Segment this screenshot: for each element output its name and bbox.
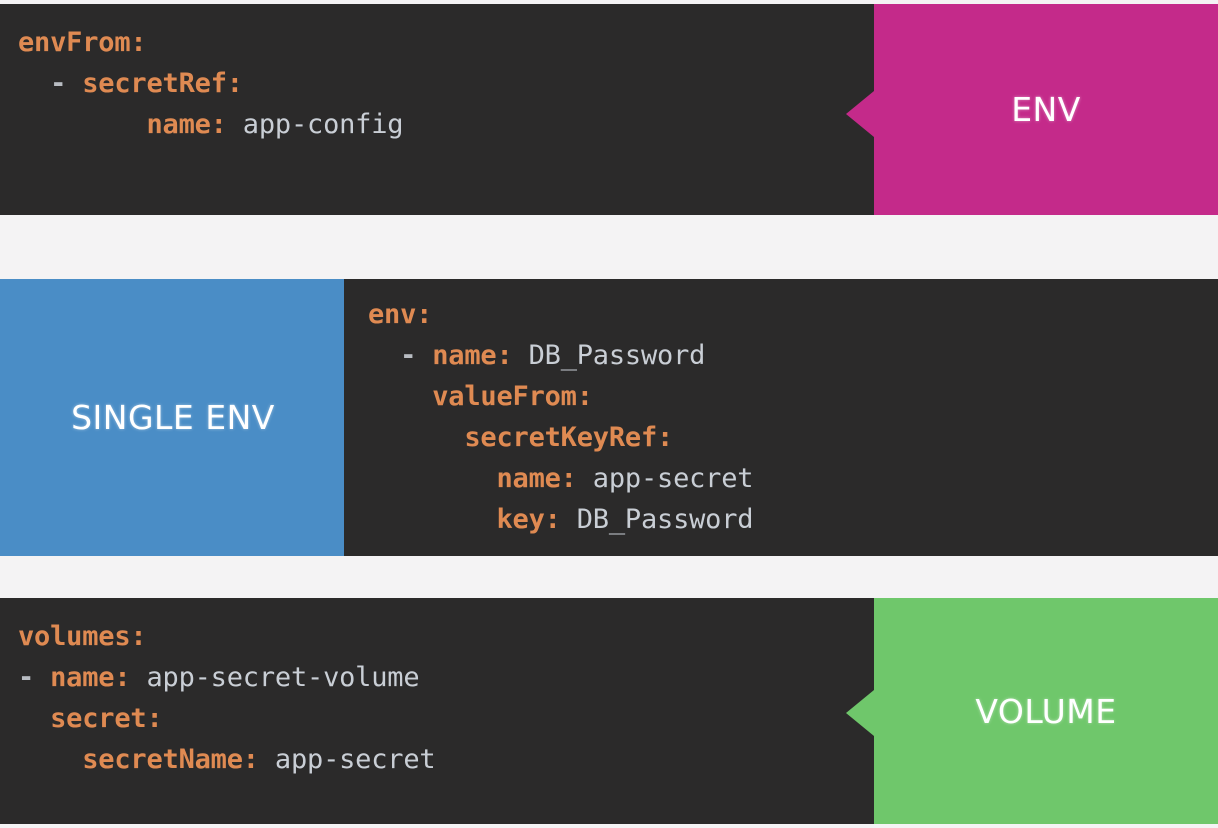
code-block-env: env: - name: DB_Password valueFrom: secr…: [344, 279, 1218, 556]
arrow-left-icon-env: [846, 91, 874, 137]
code-block-envfrom: envFrom: - secretRef: name: app-config: [0, 4, 876, 215]
code-line: secret:: [50, 703, 163, 734]
code-line: secretKeyRef:: [464, 422, 674, 453]
code-line: - name: DB_Password: [400, 340, 706, 371]
code-text-envfrom: envFrom: - secretRef: name: app-config: [18, 22, 404, 145]
code-line: envFrom:: [18, 27, 147, 58]
code-block-volumes: volumes: - name: app-secret-volume secret…: [0, 598, 876, 824]
code-text-volumes: volumes: - name: app-secret-volume secret…: [18, 616, 436, 780]
code-line: - secretRef:: [50, 68, 243, 99]
arrow-left-icon-volume: [846, 690, 874, 736]
code-line: - name: app-secret-volume: [18, 662, 420, 693]
code-text-env: env: - name: DB_Password valueFrom: secr…: [368, 294, 754, 540]
code-line: volumes:: [18, 621, 147, 652]
label-text-single-env: SINGLE ENV: [71, 398, 275, 437]
code-line: name: app-secret: [496, 463, 754, 494]
label-panel-single-env[interactable]: SINGLE ENV: [0, 279, 376, 556]
label-panel-env[interactable]: ENV: [846, 4, 1218, 215]
code-line: key: DB_Password: [496, 504, 754, 535]
code-line: env:: [368, 299, 433, 330]
label-text-env: ENV: [1011, 90, 1081, 129]
code-line: name: app-config: [146, 109, 404, 140]
label-panel-volume[interactable]: VOLUME: [846, 598, 1218, 824]
code-line: valueFrom:: [432, 381, 593, 412]
label-text-volume: VOLUME: [975, 691, 1117, 731]
code-line: secretName: app-secret: [82, 744, 436, 775]
